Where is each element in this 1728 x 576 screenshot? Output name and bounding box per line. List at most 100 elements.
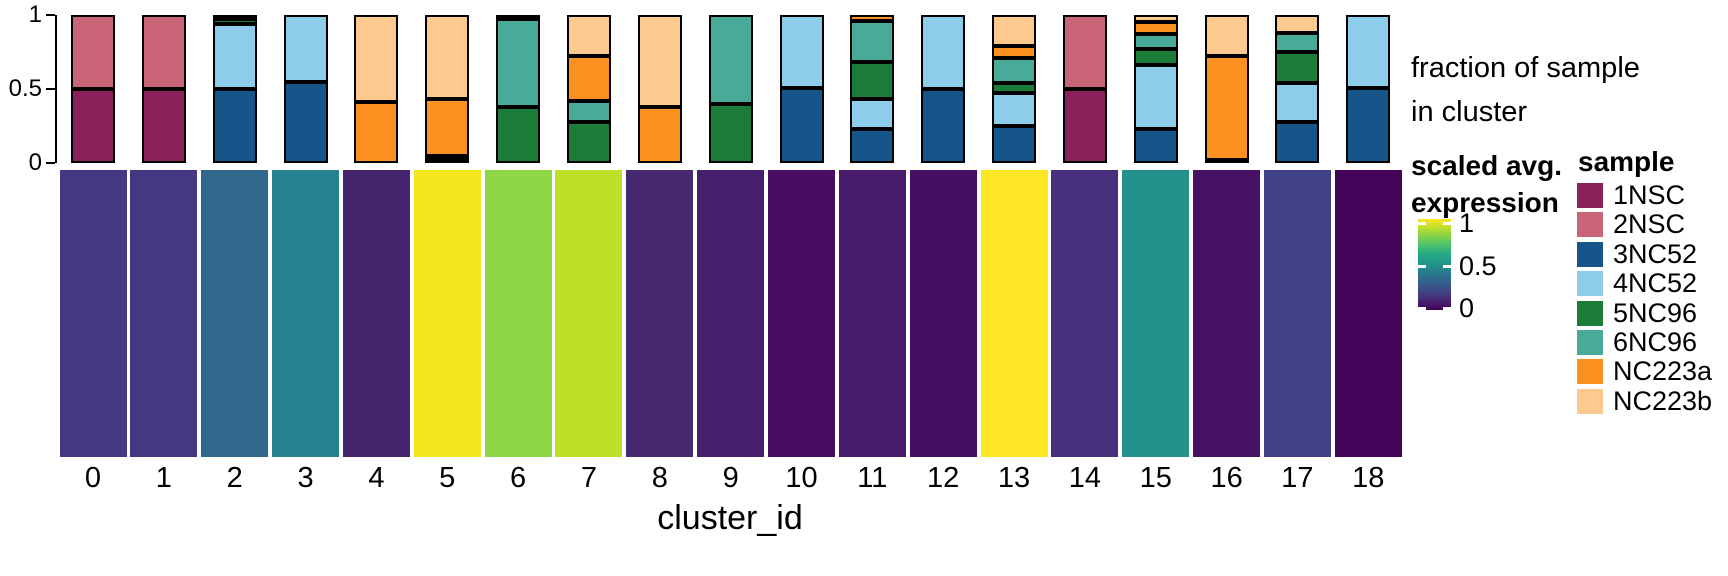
bar-segment-3NC52 xyxy=(1133,128,1178,163)
bar-segment-5NC96 xyxy=(496,106,541,163)
bar-segment-4NC52 xyxy=(1346,15,1391,88)
x-tick-label-8: 8 xyxy=(651,462,668,494)
x-tick-label-1: 1 xyxy=(155,462,172,494)
stacked-bar-cluster-18 xyxy=(1346,15,1391,163)
heatmap-cell-cluster-3 xyxy=(272,170,340,457)
heatmap-cell-cluster-2 xyxy=(201,170,269,457)
heatmap-cell-cluster-1 xyxy=(130,170,198,457)
bar-segment-6NC96 xyxy=(992,57,1037,84)
bar-segment-NC223a xyxy=(1204,56,1249,161)
y-axis-line xyxy=(55,15,57,163)
legend-swatch-6NC96 xyxy=(1577,330,1603,355)
bar-segment-2NSC xyxy=(141,15,186,89)
colorbar-title-line2: expression xyxy=(1411,187,1559,218)
stacked-bar-cluster-15 xyxy=(1133,15,1178,163)
colorbar-tick-right xyxy=(1443,222,1451,225)
stacked-bar-cluster-1 xyxy=(141,15,186,163)
bar-segment-5NC96 xyxy=(850,62,895,100)
stacked-bar-cluster-14 xyxy=(1062,15,1107,163)
x-tick-label-15: 15 xyxy=(1139,462,1172,494)
y-axis-tick xyxy=(46,14,55,16)
bar-segment-NC223b xyxy=(425,15,470,100)
heatmap-cell-cluster-12 xyxy=(909,170,977,457)
heatmap-cell-cluster-16 xyxy=(1193,170,1261,457)
stacked-bar-cluster-11 xyxy=(850,15,895,163)
x-tick-label-9: 9 xyxy=(722,462,739,494)
y-axis-tick xyxy=(46,88,55,90)
bar-segment-NC223b xyxy=(1133,15,1178,23)
bar-segment-6NC96 xyxy=(496,19,541,107)
heatmap-cell-cluster-10 xyxy=(768,170,835,457)
x-tick-label-6: 6 xyxy=(510,462,527,494)
legend-label-3NC52: 3NC52 xyxy=(1613,238,1698,269)
y-axis-tick-label: 0.5 xyxy=(8,75,42,102)
x-tick-label-17: 17 xyxy=(1281,462,1314,494)
bar-segment-4NC52 xyxy=(992,93,1037,126)
stacked-bar-cluster-3 xyxy=(283,15,328,163)
heatmap-cell-cluster-14 xyxy=(1051,170,1119,457)
colorbar-title-line1: scaled avg. xyxy=(1411,150,1562,181)
stacked-bar-cluster-10 xyxy=(779,15,824,163)
heatmap-cell-cluster-8 xyxy=(626,170,694,457)
x-tick-label-18: 18 xyxy=(1352,462,1385,494)
stacked-bar-cluster-0 xyxy=(71,15,115,163)
bar-segment-1NSC xyxy=(141,89,186,163)
x-tick-label-14: 14 xyxy=(1068,462,1102,494)
bar-segment-6NC96 xyxy=(708,15,753,104)
x-tick-label-11: 11 xyxy=(857,462,888,494)
legend-swatch-4NC52 xyxy=(1577,271,1603,297)
colorbar-tick-label: 0.5 xyxy=(1459,250,1497,281)
legend-label-NC223b: NC223b xyxy=(1613,385,1713,416)
stacked-bar-cluster-8 xyxy=(637,15,682,163)
y-axis-tick xyxy=(46,162,55,164)
bar-segment-4NC52 xyxy=(850,99,895,129)
bar-segment-3NC52 xyxy=(283,81,328,163)
bar-segment-NC223b xyxy=(992,15,1037,47)
heatmap-cell-cluster-5 xyxy=(413,170,481,457)
heatmap-cell-cluster-4 xyxy=(342,170,410,457)
colorbar-tick-label: 0 xyxy=(1459,293,1475,323)
x-tick-label-10: 10 xyxy=(785,462,818,494)
colorbar-tick-label: 1 xyxy=(1459,208,1475,238)
stacked-bar-cluster-6 xyxy=(496,15,541,163)
stacked-bar-cluster-5 xyxy=(425,15,470,163)
x-tick-label-5: 5 xyxy=(439,462,456,494)
bar-segment-NC223a xyxy=(425,99,470,156)
bar-segment-6NC96 xyxy=(566,100,611,122)
fraction-annotation: fraction of sample in cluster xyxy=(1411,46,1640,134)
bar-segment-NC223a xyxy=(496,15,541,20)
bar-segment-3NC52 xyxy=(1275,121,1320,163)
y-axis-tick-label: 0 xyxy=(28,149,42,176)
stacked-bar-cluster-9 xyxy=(708,15,753,163)
heatmap-cell-cluster-6 xyxy=(484,170,552,457)
bar-segment-3NC52 xyxy=(212,89,257,163)
sample-legend-title: sample xyxy=(1578,146,1675,177)
bar-segment-4NC52 xyxy=(779,15,824,88)
legend-swatch-2NSC xyxy=(1577,212,1603,238)
heatmap-cell-cluster-17 xyxy=(1263,170,1331,457)
x-tick-label-13: 13 xyxy=(997,462,1031,494)
heatmap-cell-cluster-9 xyxy=(697,170,765,457)
bar-segment-NC223b xyxy=(566,15,611,57)
bar-segment-5NC96 xyxy=(1133,49,1178,66)
bar-segment-NC223a xyxy=(1133,22,1178,35)
bar-segment-NC223a xyxy=(566,56,611,101)
fraction-annotation-line1: fraction of sample xyxy=(1411,52,1640,84)
legend-label-5NC96: 5NC96 xyxy=(1613,297,1698,328)
heatmap-cell-cluster-15 xyxy=(1122,170,1190,457)
x-axis-title: cluster_id xyxy=(657,499,803,537)
heatmap-cell-cluster-11 xyxy=(838,170,906,457)
stacked-bar-cluster-16 xyxy=(1204,15,1249,163)
colorbar-tick-left xyxy=(1418,307,1426,310)
legend-label-2NSC: 2NSC xyxy=(1613,209,1686,240)
bar-segment-4NC52 xyxy=(921,15,966,89)
stacked-bar-cluster-2 xyxy=(212,15,257,163)
bar-segment-3NC52 xyxy=(992,126,1037,163)
bar-segment-3NC52 xyxy=(921,89,966,163)
bar-segment-3NC52 xyxy=(1346,87,1391,163)
bar-segment-1NSC xyxy=(1062,89,1107,163)
legend-label-1NSC: 1NSC xyxy=(1613,180,1686,210)
stacked-bar-cluster-4 xyxy=(354,15,399,163)
bar-segment-3NC52 xyxy=(779,87,824,163)
y-axis-tick-label: 1 xyxy=(28,1,42,28)
